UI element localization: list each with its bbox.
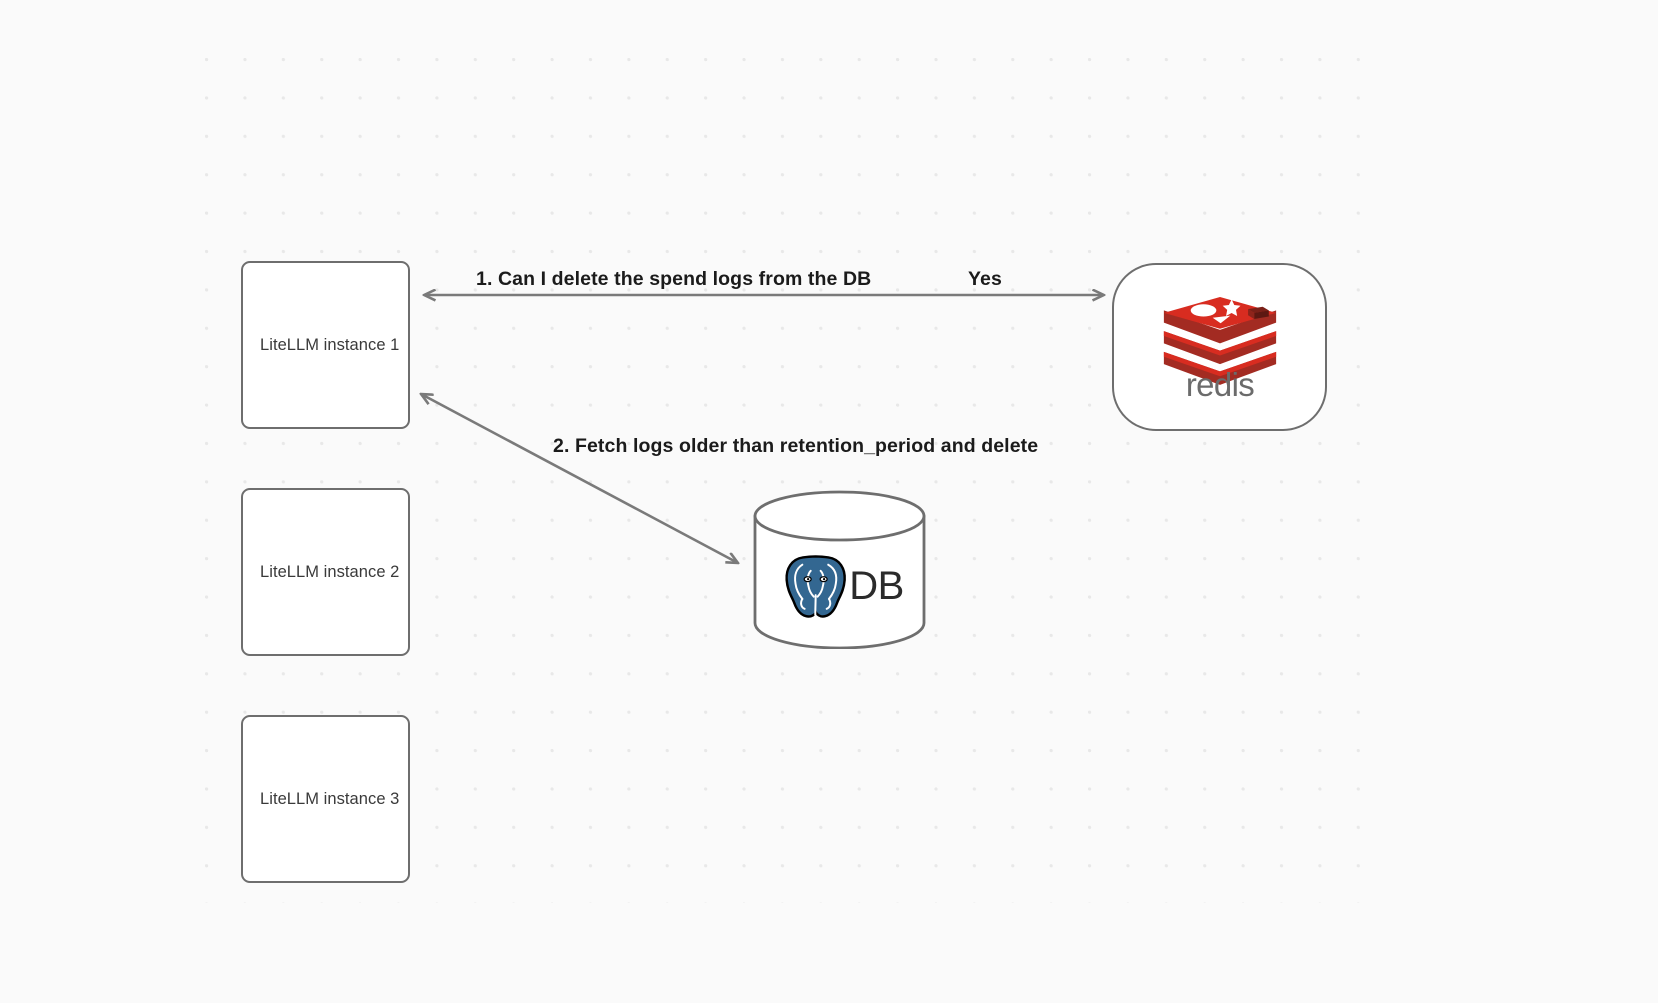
- node-redis[interactable]: redis: [1112, 263, 1327, 431]
- dot-grid-background: [205, 58, 1360, 903]
- database-logo-group: DB: [752, 542, 927, 630]
- node-litellm-instance-1[interactable]: LiteLLM instance 1: [241, 261, 410, 429]
- node-litellm-instance-3-label: LiteLLM instance 3: [260, 789, 400, 808]
- edge-label-step-1-reply: Yes: [968, 268, 1002, 290]
- edge-label-step-1: 1. Can I delete the spend logs from the …: [476, 268, 872, 290]
- postgresql-elephant-icon: [785, 555, 847, 618]
- edge-label-step-2: 2. Fetch logs older than retention_perio…: [553, 435, 1039, 457]
- node-litellm-instance-1-label: LiteLLM instance 1: [260, 335, 400, 354]
- node-litellm-instance-3[interactable]: LiteLLM instance 3: [241, 715, 410, 883]
- node-litellm-instance-2[interactable]: LiteLLM instance 2: [241, 488, 410, 656]
- node-litellm-instance-2-label: LiteLLM instance 2: [260, 562, 400, 581]
- node-database[interactable]: DB: [752, 490, 927, 649]
- svg-text:redis: redis: [1185, 366, 1253, 401]
- redis-logo-icon: redis: [1163, 296, 1276, 401]
- database-label: DB: [849, 564, 904, 608]
- edge-litellm1-db: [421, 394, 738, 563]
